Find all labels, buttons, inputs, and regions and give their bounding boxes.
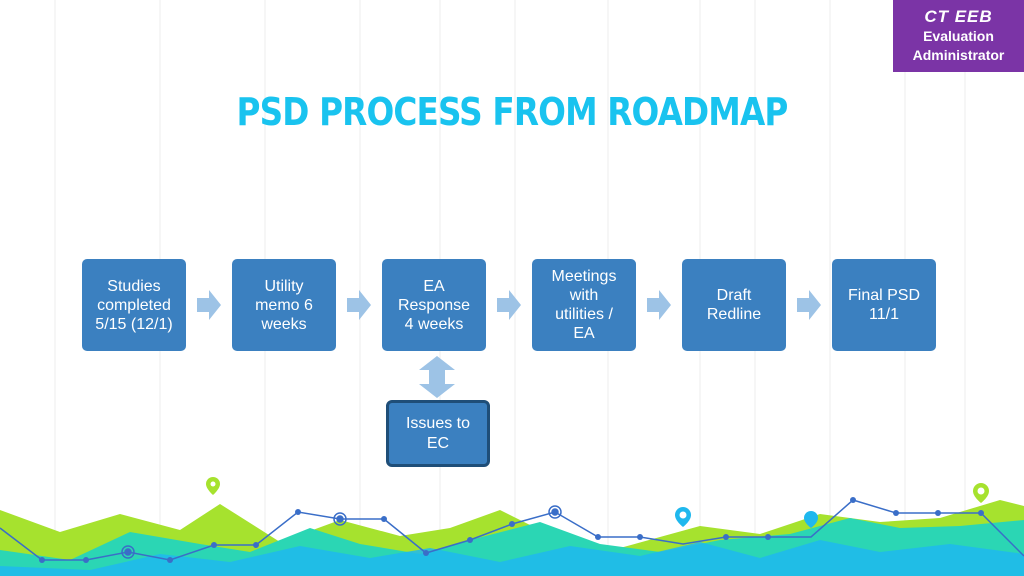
step-label-line: with — [569, 287, 599, 304]
badge-line-2: Evaluation — [923, 28, 994, 44]
step-label-line: EA — [423, 277, 445, 295]
issues-label-line: EC — [426, 434, 450, 452]
step-studies-completed[interactable]: Studies completed 5/15 (12/1) — [82, 259, 186, 351]
step-label-line: Meetings — [551, 268, 617, 285]
page-title: PSD PROCESS FROM ROADMAP — [236, 90, 789, 134]
step-label-line: 5/15 (12/1) — [95, 315, 173, 333]
right-arrow-icon — [197, 290, 221, 320]
map-pin-icon — [973, 483, 989, 503]
map-pin-icon — [206, 477, 220, 495]
step-label-line: Draft — [716, 287, 752, 304]
decorative-landscape — [0, 477, 1024, 576]
step-label-line: utilities / — [555, 306, 613, 323]
step-final-psd[interactable]: Final PSD 11/1 — [832, 259, 936, 351]
step-label-line: 11/1 — [869, 306, 899, 323]
step-meetings[interactable]: Meetings with utilities / EA — [532, 259, 636, 351]
map-pin-icon — [804, 511, 818, 528]
step-label-line: Final PSD — [847, 287, 921, 304]
step-label-line: weeks — [261, 315, 307, 333]
badge-line-1: CT EEB — [924, 7, 993, 26]
double-arrow-icon — [419, 356, 455, 398]
right-arrow-icon — [647, 290, 671, 320]
step-label-line: memo 6 — [255, 296, 313, 314]
step-ea-response[interactable]: EA Response 4 weeks — [382, 259, 486, 351]
step-draft-redline[interactable]: Draft Redline — [682, 259, 786, 351]
right-arrow-icon — [497, 290, 521, 320]
step-label-line: Redline — [706, 306, 762, 323]
issues-to-ec-box[interactable]: Issues to EC — [386, 400, 490, 467]
step-label-line: 4 weeks — [404, 315, 464, 333]
cyan-mountains — [0, 540, 1024, 576]
right-arrow-icon — [797, 290, 821, 320]
highlight-rings — [121, 505, 562, 559]
right-arrow-icon — [347, 290, 371, 320]
step-label-line: Utility — [264, 277, 304, 295]
step-label-line: Response — [397, 296, 471, 314]
org-badge: CT EEB Evaluation Administrator — [893, 0, 1024, 72]
badge-line-3: Administrator — [912, 47, 1005, 63]
trend-points — [39, 497, 984, 563]
issues-label-line: Issues to — [405, 414, 471, 432]
step-label-line: completed — [97, 296, 171, 314]
step-label-line: Studies — [107, 277, 161, 295]
step-label-line: EA — [573, 325, 595, 342]
map-pin-icon — [675, 507, 691, 527]
step-utility-memo[interactable]: Utility memo 6 weeks — [232, 259, 336, 351]
